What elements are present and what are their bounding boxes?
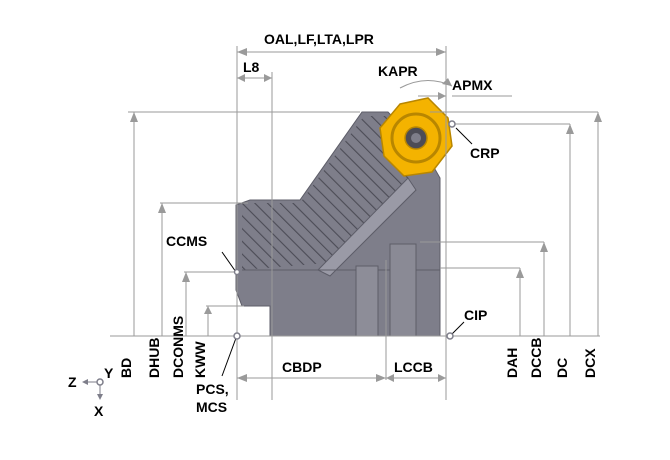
ccms-point	[233, 268, 241, 276]
label-lccb: LCCB	[394, 359, 433, 375]
cip-point	[446, 332, 454, 340]
hatched-section	[242, 116, 412, 270]
crp-point	[448, 120, 456, 128]
pcs-point	[233, 332, 241, 340]
label-crp: CRP	[470, 145, 500, 161]
label-oal: OAL,LF,LTA,LPR	[264, 31, 374, 47]
label-mcs: MCS	[196, 399, 227, 415]
label-axis-z: Z	[68, 374, 77, 390]
leader-lines	[221, 127, 473, 377]
axis-indicator	[82, 378, 104, 400]
label-cip: CIP	[464, 307, 487, 323]
insert-rim	[390, 112, 442, 164]
mounting-slot	[355, 265, 379, 337]
insert-screw	[411, 133, 421, 143]
tool-body	[235, 111, 441, 337]
label-pcs: PCS,	[196, 381, 229, 397]
axis-origin-icon	[96, 378, 104, 386]
counterbore	[389, 243, 417, 337]
label-dcx: DCX	[582, 348, 598, 378]
dimension-lines	[110, 46, 602, 400]
label-dconms: DCONMS	[170, 316, 186, 378]
reference-points	[233, 120, 456, 340]
label-dah: DAH	[504, 348, 520, 378]
label-bd: BD	[118, 358, 134, 378]
label-axis-y: Y	[104, 365, 114, 381]
label-l8: L8	[243, 59, 260, 75]
label-kapr: KAPR	[378, 63, 418, 79]
insert	[379, 97, 453, 177]
label-cbdp: CBDP	[282, 359, 322, 375]
coolant-channel	[317, 177, 417, 277]
label-dhub: DHUB	[146, 338, 162, 378]
labels: OAL,LF,LTA,LPR L8 KAPR APMX CRP CCMS CIP…	[68, 31, 598, 419]
label-axis-x: X	[94, 403, 104, 419]
label-dccb: DCCB	[528, 338, 544, 378]
label-kww: KWW	[192, 341, 208, 378]
label-dc: DC	[554, 358, 570, 378]
label-apmx: APMX	[452, 77, 493, 93]
label-ccms: CCMS	[166, 233, 207, 249]
